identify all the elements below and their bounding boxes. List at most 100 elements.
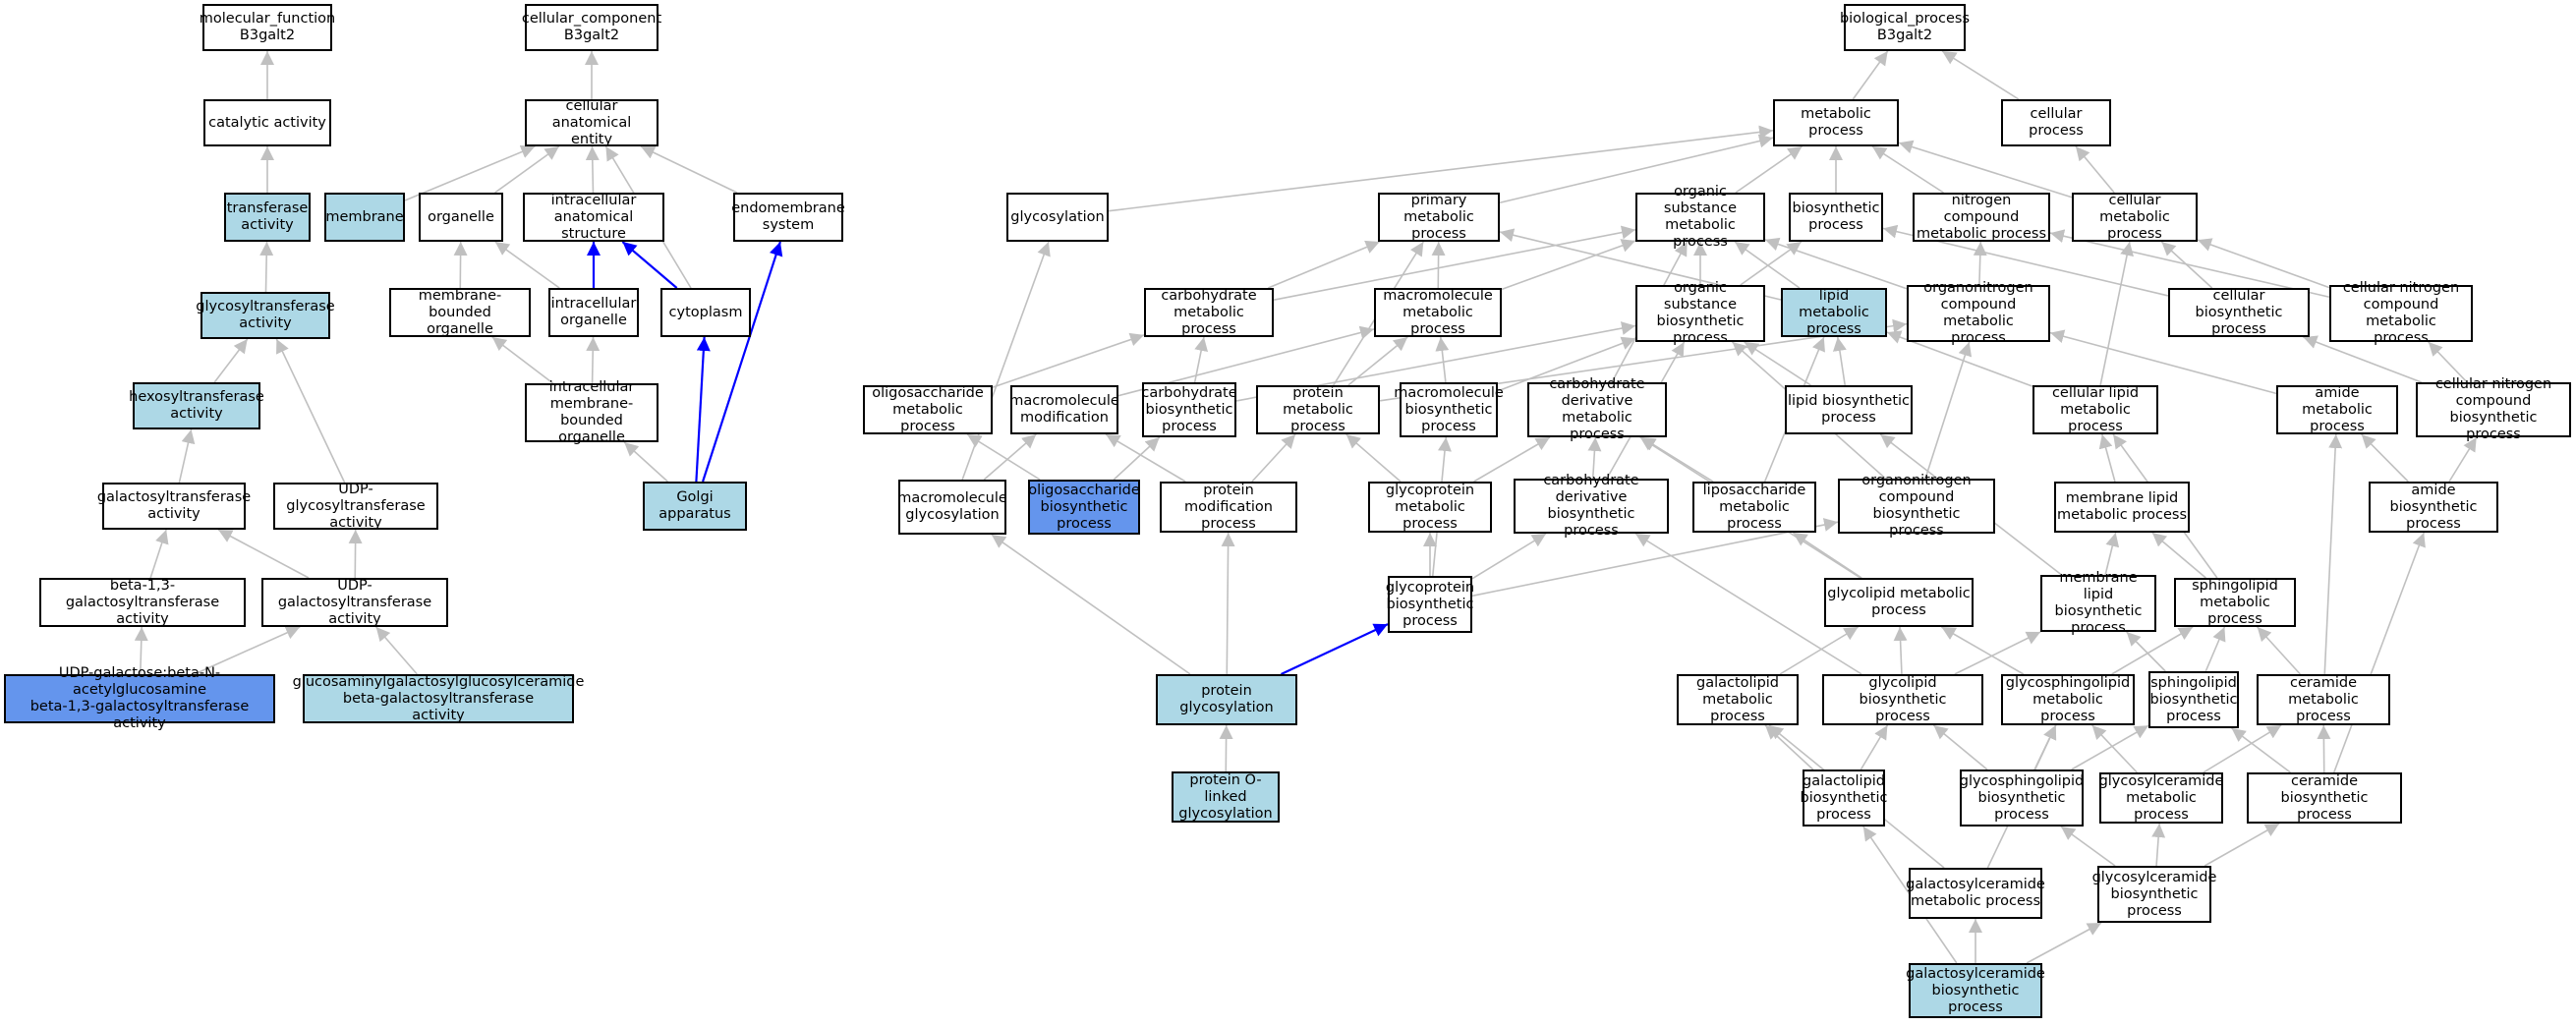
term-node-mem-lipid-met[interactable]: membrane lipid metabolic process [2054, 482, 2190, 533]
term-node-sphingo-bio[interactable]: sphingolipid biosynthetic process [2148, 671, 2239, 728]
term-node-glycosylation[interactable]: glycosylation [1006, 193, 1109, 242]
term-node-carb-deriv-met[interactable]: carbohydrate derivative metabolic proces… [1527, 382, 1667, 437]
term-node-organelle[interactable]: organelle [419, 193, 503, 242]
term-node-protein-met[interactable]: protein metabolic process [1256, 385, 1380, 434]
term-node-amide-met[interactable]: amide metabolic process [2276, 385, 2398, 434]
term-node-hexosyltransferase[interactable]: hexosyltransferase activity [133, 382, 260, 429]
term-node-glucosaminyl[interactable]: glucosaminylgalactosylglucosylceramide b… [303, 674, 574, 723]
term-node-lipid-met[interactable]: lipid metabolic process [1781, 288, 1887, 337]
term-node-cell-bio[interactable]: cellular biosynthetic process [2168, 288, 2310, 337]
term-node-organonitro-met[interactable]: organonitrogen compound metabolic proces… [1907, 285, 2050, 342]
term-node-cell-nitro-bio[interactable]: cellular nitrogen compound biosynthetic … [2416, 382, 2571, 437]
edge-glycosphingo-met-to-glycolipid-met [1941, 627, 2023, 674]
term-node-galactosylcer-bio[interactable]: galactosylceramide biosynthetic process [1909, 963, 2042, 1018]
term-node-carb-bio[interactable]: carbohydrate biosynthetic process [1142, 382, 1236, 437]
edge-glycosylcer-met-to-glycosphingo-met [2092, 725, 2138, 772]
term-node-mem-lipid-bio[interactable]: membrane lipid biosynthetic process [2040, 575, 2156, 632]
term-node-cellular-process[interactable]: cellular process [2001, 99, 2111, 146]
edge-udp-galactosyl-to-galactosyltransferase [218, 530, 309, 578]
term-node-glycosyltransferase[interactable]: glycosyltransferase activity [200, 292, 330, 339]
term-node-glycoprot-bio[interactable]: glycoprotein biosynthetic process [1388, 576, 1472, 633]
term-node-intra-mem-bound[interactable]: intracellular membrane-bounded organelle [525, 383, 658, 442]
term-node-bp-root[interactable]: biological_process B3galt2 [1844, 4, 1966, 51]
edge-oligo-met-to-carb-met [993, 335, 1144, 387]
term-node-macromol-met[interactable]: macromolecule metabolic process [1374, 288, 1502, 337]
term-node-glycosphingo-bio[interactable]: glycosphingolipid biosynthetic process [1960, 770, 2084, 826]
term-node-glycosphingo-met[interactable]: glycosphingolipid metabolic process [2001, 674, 2135, 725]
edge-sphingo-bio-to-mem-lipid-bio [2127, 632, 2166, 671]
edge-carb-met-to-primary-met [1268, 242, 1379, 288]
term-node-liposacch-met[interactable]: liposaccharide metabolic process [1692, 482, 1816, 533]
edge-cytoplasm-to-intra-anat [622, 242, 676, 288]
term-node-org-sub-bio[interactable]: organic substance biosynthetic process [1635, 285, 1765, 342]
edge-golgi-to-intra-mem-bound [624, 442, 667, 482]
term-node-mem-bound-org[interactable]: membrane-bounded organelle [389, 288, 531, 337]
term-node-ceramide-met[interactable]: ceramide metabolic process [2257, 674, 2390, 725]
edge-cell-lipid-met-to-cell-met [2100, 242, 2130, 385]
term-node-primary-met[interactable]: primary metabolic process [1378, 193, 1500, 242]
term-node-mf-root[interactable]: molecular_function B3galt2 [202, 4, 332, 51]
term-node-galactosylcer-met[interactable]: galactosylceramide metabolic process [1909, 868, 2042, 919]
term-node-carb-met[interactable]: carbohydrate metabolic process [1144, 288, 1274, 337]
term-node-amide-bio[interactable]: amide biosynthetic process [2369, 482, 2498, 533]
term-node-carb-deriv-bio[interactable]: carbohydrate derivative biosynthetic pro… [1514, 479, 1669, 534]
edge-glycolipid-bio-to-glycolipid-met [1900, 627, 1902, 674]
term-node-cell-met[interactable]: cellular metabolic process [2072, 193, 2198, 242]
edge-glycosylcer-met-to-ceramide-met [2204, 725, 2281, 772]
edge-udp-galactosyl-to-udp-glycosyl [355, 530, 356, 578]
term-node-udp-glycosyl[interactable]: UDP-glycosyltransferase activity [273, 483, 438, 530]
term-node-oligo-bio[interactable]: oligosaccharide biosynthetic process [1028, 480, 1140, 535]
term-node-macromol-glyco[interactable]: macromolecule glycosylation [898, 480, 1006, 535]
term-node-endomembrane[interactable]: endomembrane system [733, 193, 843, 242]
term-node-cell-lipid-met[interactable]: cellular lipid metabolic process [2032, 385, 2158, 434]
term-node-sphingo-met[interactable]: sphingolipid metabolic process [2174, 578, 2296, 627]
edge-mem-lipid-met-to-cell-lipid-met [2102, 434, 2115, 482]
edge-cell-met-to-metabolic [1899, 142, 2072, 198]
term-node-glycolipid-met[interactable]: glycolipid metabolic process [1824, 578, 1974, 627]
term-node-macromol-bio[interactable]: macromolecule biosynthetic process [1400, 382, 1498, 437]
term-node-galactolipid-met[interactable]: galactolipid metabolic process [1677, 674, 1799, 725]
term-node-catalytic[interactable]: catalytic activity [203, 99, 331, 146]
term-node-prot-mod[interactable]: protein modification process [1160, 482, 1297, 533]
edge-golgi-to-endomembrane [703, 242, 780, 482]
term-node-golgi[interactable]: Golgi apparatus [643, 482, 747, 531]
edge-protein-met-to-macromol-met [1348, 337, 1407, 385]
term-node-biosynthetic[interactable]: biosynthetic process [1789, 193, 1883, 242]
term-node-galactolipid-bio[interactable]: galactolipid biosynthetic process [1803, 770, 1885, 826]
term-node-udp-gal-beta[interactable]: UDP-galactose:beta-N-acetylglucosamine b… [4, 674, 275, 723]
term-node-intra-anat[interactable]: intracellular anatomical structure [523, 193, 664, 242]
term-node-glycosylcer-bio[interactable]: glycosylceramide biosynthetic process [2097, 866, 2211, 923]
term-node-transferase[interactable]: transferase activity [224, 193, 311, 242]
term-node-prot-glyco[interactable]: protein glycosylation [1156, 674, 1297, 725]
term-node-glycosylcer-met[interactable]: glycosylceramide metabolic process [2099, 772, 2223, 824]
term-node-glycoprot-met[interactable]: glycoprotein metabolic process [1368, 482, 1492, 533]
edge-galactosylcer-bio-to-glycosylcer-bio [2027, 923, 2101, 963]
term-node-cell-anat-entity[interactable]: cellular anatomical entity [525, 99, 658, 146]
term-node-membrane[interactable]: membrane [324, 193, 405, 242]
edge-prot-glyco-to-macromol-glyco [992, 535, 1190, 674]
term-node-ceramide-bio[interactable]: ceramide biosynthetic process [2247, 772, 2402, 824]
edge-metabolic-to-bp-root [1853, 51, 1887, 99]
term-node-org-sub-met[interactable]: organic substance metabolic process [1635, 193, 1765, 242]
edge-ceramide-bio-to-amide-bio [2334, 533, 2425, 772]
edge-ceramide-met-to-sphingo-met [2258, 627, 2301, 674]
term-node-beta13-galactosyl[interactable]: beta-1,3-galactosyltransferase activity [39, 578, 246, 627]
term-node-cell-nitro-met[interactable]: cellular nitrogen compound metabolic pro… [2329, 285, 2473, 342]
term-node-cytoplasm[interactable]: cytoplasm [660, 288, 751, 337]
term-node-cc-root[interactable]: cellular_component B3galt2 [525, 4, 658, 51]
term-node-udp-galactosyl[interactable]: UDP-galactosyltransferase activity [261, 578, 448, 627]
term-node-intra-org[interactable]: intracellular organelle [548, 288, 639, 337]
term-node-oligo-met[interactable]: oligosaccharide metabolic process [863, 385, 993, 434]
term-node-glycolipid-bio[interactable]: glycolipid biosynthetic process [1822, 674, 1983, 725]
term-node-organonitro-bio[interactable]: organonitrogen compound biosynthetic pro… [1838, 479, 1995, 534]
edge-beta13-galactosyl-to-galactosyltransferase [150, 530, 166, 578]
term-node-prot-olinked[interactable]: protein O-linked glycosylation [1172, 771, 1280, 823]
term-node-macromol-mod[interactable]: macromolecule modification [1010, 385, 1118, 434]
edge-glycolipid-bio-to-mem-lipid-bio [1955, 632, 2040, 674]
term-node-nitrogen-met[interactable]: nitrogen compound metabolic process [1913, 193, 2050, 242]
term-node-lipid-bio[interactable]: lipid biosynthetic process [1785, 385, 1913, 434]
term-node-metabolic[interactable]: metabolic process [1773, 99, 1899, 146]
edge-cell-nitro-met-to-cell-met [2198, 240, 2329, 287]
edge-amide-bio-to-cell-nitro-bio [2449, 437, 2477, 482]
term-node-galactosyltransferase[interactable]: galactosyltransferase activity [102, 483, 246, 530]
